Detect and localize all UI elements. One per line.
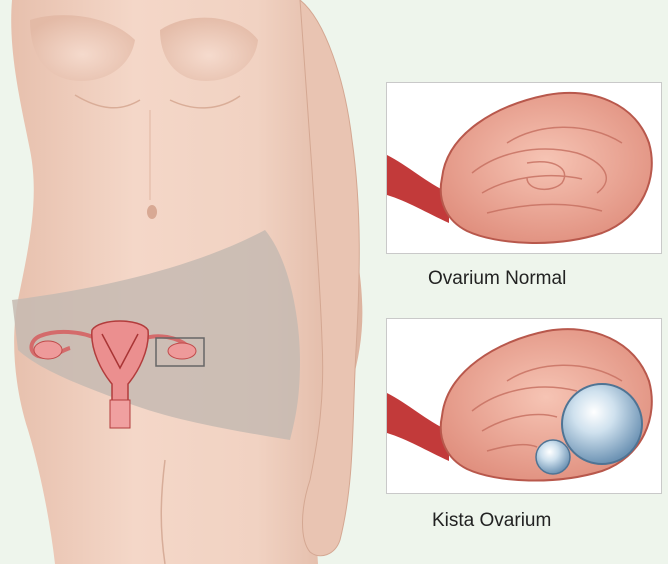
ovarian-cyst-illustration-detail bbox=[387, 319, 661, 493]
female-body-illustration bbox=[0, 0, 380, 564]
left-ovary bbox=[34, 341, 62, 359]
navel bbox=[147, 205, 157, 219]
ovary bbox=[441, 93, 652, 243]
normal-ovary-caption: Ovarium Normal bbox=[428, 268, 566, 290]
normal-ovary-panel bbox=[386, 82, 662, 254]
small-cyst bbox=[536, 440, 570, 474]
ovarian-cyst-caption: Kista Ovarium bbox=[432, 510, 551, 532]
large-cyst bbox=[562, 384, 642, 464]
normal-ovary-illustration bbox=[387, 83, 661, 253]
ovarian-cyst-panel bbox=[386, 318, 662, 494]
cervix bbox=[110, 400, 130, 428]
right-ovary bbox=[168, 343, 196, 359]
